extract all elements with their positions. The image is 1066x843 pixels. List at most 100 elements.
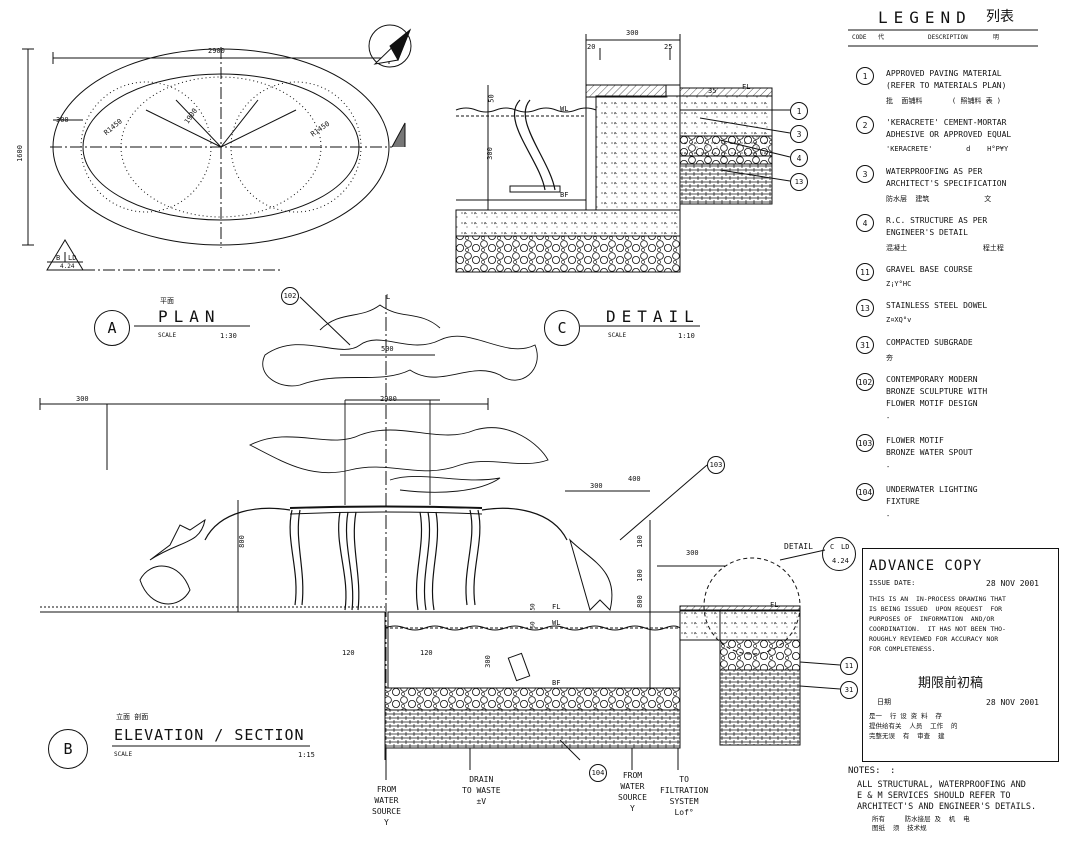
detail-wl-label: WL: [560, 105, 569, 113]
plan-ref-bottom: 4.24: [60, 263, 75, 270]
zh-date-value: 28 NOV 2001: [986, 698, 1039, 707]
detail-ref-top-right: LD: [841, 543, 850, 551]
legend-title-zh: 列表: [986, 9, 1014, 25]
detail-dim-50: 50: [487, 94, 496, 103]
plan-width-dim: 2900: [208, 47, 225, 55]
elev-dim-120a: 120: [342, 649, 355, 657]
elevation-title: ELEVATION / SECTION: [114, 726, 305, 744]
legend-item-text-zh: 夯: [886, 354, 893, 362]
elev-right-dim-300: 300: [590, 482, 603, 490]
legend-item-text: UNDERWATER LIGHTING FIXTURE: [886, 485, 978, 506]
elev-fl-right: FL: [770, 601, 779, 609]
callout-103: 103: [707, 456, 725, 474]
to-filtration-system-label: TO FILTRATION SYSTEM Lof°: [660, 775, 709, 817]
plan-ref-top-2: LD: [68, 254, 77, 262]
legend-item-text-zh: -: [886, 414, 891, 422]
legend-description-label: DESCRIPTION: [928, 34, 968, 41]
detail-scale-label: SCALE: [608, 332, 627, 339]
legend-code-label: CODE: [852, 34, 867, 41]
legend-item-code: 31: [856, 336, 874, 354]
legend-item-text-zh: 混凝土 程土程: [886, 244, 1004, 252]
legend-title: LEGEND: [878, 8, 972, 27]
issue-date-label: ISSUE DATE:: [869, 579, 916, 587]
legend-item-text: COMPACTED SUBGRADE: [886, 338, 973, 347]
callout-3: 3: [790, 125, 808, 143]
detail-dim-20: 20: [587, 43, 596, 51]
legend-item-text-zh: 防水层 建筑 文: [886, 195, 992, 203]
legend-item-code: 13: [856, 299, 874, 317]
elev-centerline: L: [386, 293, 391, 301]
advance-copy-title-zh: 期限前初稿: [918, 676, 984, 691]
detail-dim-25: 25: [664, 43, 673, 51]
elev-fl-label: FL: [552, 603, 561, 611]
legend-item-text: STAINLESS STEEL DOWEL: [886, 301, 988, 310]
plan-view-drawing: [22, 24, 412, 327]
detail-title: DETAIL: [606, 307, 700, 326]
legend-item-text-zh: -: [886, 463, 891, 471]
elev-dim-800: 800: [237, 535, 246, 548]
notes-label: NOTES:: [848, 766, 881, 776]
elev-wl-label: WL: [552, 619, 561, 627]
plan-title-zh: 平面: [160, 297, 174, 305]
detail-ref-bubble: C LD 4.24: [822, 537, 856, 571]
detail-ref-bottom: 4.24: [832, 557, 849, 565]
legend-code-label-zh: 代: [878, 34, 885, 41]
notes-label-zh: :: [890, 766, 896, 776]
legend-item-text: R.C. STRUCTURE AS PER ENGINEER'S DETAIL: [886, 216, 988, 237]
elev-dim-2900: 2900: [380, 395, 397, 403]
elev-right-dim-100: 100: [635, 535, 644, 548]
elev-dim-50b: 50: [529, 621, 537, 629]
elev-dim-120b: 120: [420, 649, 433, 657]
legend-item-text: WATERPROOFING AS PER ARCHITECT'S SPECIFI…: [886, 167, 1007, 188]
callout-11: 11: [840, 657, 858, 675]
callout-102: 102: [281, 287, 299, 305]
detail-bf-label: BF: [560, 191, 569, 199]
legend-item-code: 103: [856, 434, 874, 452]
detail-dim-300: 300: [485, 147, 494, 160]
legend-item-text: GRAVEL BASE COURSE: [886, 265, 973, 274]
elevation-view-bubble: B: [48, 729, 88, 769]
legend-item-code: 1: [856, 67, 874, 85]
elevation-scale-label: SCALE: [114, 751, 133, 758]
plan-scale-label: SCALE: [158, 332, 177, 339]
detail-scale: 1:10: [678, 332, 695, 340]
zh-date-label: 日期: [877, 698, 891, 706]
plan-height-dim: 1600: [15, 145, 24, 162]
plan-offset-dim: 300: [56, 116, 69, 124]
notes-text-zh: 所有 防水接层 及 机 电 图纸 须 技术规: [872, 815, 970, 832]
legend-item-code: 11: [856, 263, 874, 281]
plan-ref-top: B: [56, 254, 61, 262]
legend-item-code: 4: [856, 214, 874, 232]
elevation-title-zh: 立面 剖面: [116, 713, 149, 721]
advance-copy-body-zh: 是一 行 设 资 料 存 提供给有关 人员 工作 的 完整无误 有 审查 建: [869, 712, 958, 740]
elev-dim-300-depth: 300: [483, 655, 492, 668]
issue-date-value: 28 NOV 2001: [986, 579, 1039, 588]
legend-item-code: 3: [856, 165, 874, 183]
callout-1: 1: [790, 102, 808, 120]
elev-dim-500: 500: [381, 345, 394, 353]
legend-item-code: 104: [856, 483, 874, 501]
legend-item-code: 102: [856, 373, 874, 391]
legend-item-code: 2: [856, 116, 874, 134]
legend-item-text: FLOWER MOTIF BRONZE WATER SPOUT: [886, 436, 973, 457]
legend-item-text-zh: Z¡Y°HC: [886, 280, 912, 288]
drain-to-waste-label: DRAIN TO WASTE ±V: [462, 775, 501, 806]
detail-view-drawing: [455, 34, 791, 327]
plan-view-bubble: A: [94, 310, 130, 346]
detail-fl-label: FL: [742, 83, 751, 91]
legend-item-text-zh: 批 面铺料 ( 照铺料 表 ): [886, 97, 1002, 105]
legend-item-text: 'KERACRETE' CEMENT-MORTAR ADHESIVE OR AP…: [886, 118, 1012, 139]
detail-dim-35: 35: [708, 87, 717, 95]
advance-copy-body: THIS IS AN IN-PROCESS DRAWING THAT IS BE…: [869, 595, 1006, 653]
legend-item-text-zh: Z¤XQ°v: [886, 316, 912, 324]
elev-right-dim-100b: 100: [635, 569, 644, 582]
legend-item-text: APPROVED PAVING MATERIAL (REFER TO MATER…: [886, 69, 1007, 90]
detail-ref-top-left: C: [830, 543, 835, 551]
legend-item-text-zh: 'KERACRETE' d H°P¥Y: [886, 145, 1009, 153]
advance-copy-box: ADVANCE COPY ISSUE DATE: 28 NOV 2001 THI…: [862, 548, 1059, 762]
notes-text: ALL STRUCTURAL, WATERPROOFING AND E & M …: [857, 780, 1037, 812]
from-water-source-label-1: FROM WATER SOURCE Y: [372, 785, 401, 827]
detail-view-bubble: C: [544, 310, 580, 346]
elev-dim-50a: 50: [529, 603, 537, 611]
